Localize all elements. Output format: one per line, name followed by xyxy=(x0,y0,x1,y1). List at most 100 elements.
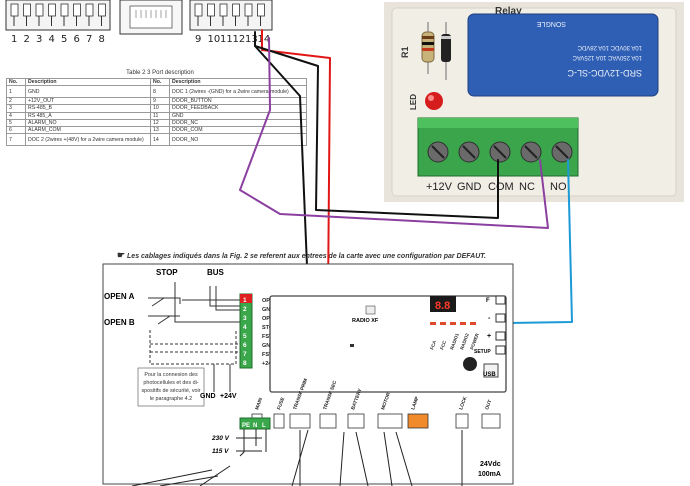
radio-module xyxy=(365,305,376,315)
led-label: RADIO2 xyxy=(459,332,470,350)
open-b-label: OPEN B xyxy=(104,318,135,327)
relay-component: SRD-12VDC-SL-C 10A 250VAC 10A 125VAC 10A… xyxy=(467,13,659,97)
terminal-number: 4 xyxy=(243,324,247,331)
radio-label: RADIO XF xyxy=(352,318,379,324)
pin-number: 8 xyxy=(99,34,105,45)
rj45-jack xyxy=(119,0,183,35)
pin-number: 12 xyxy=(233,34,246,45)
button-setup-label: SETUP xyxy=(474,349,491,355)
hand-pointer-icon: ☛ xyxy=(117,250,126,260)
terminal-number: 2 xyxy=(243,306,247,313)
terminal-number: 1 xyxy=(243,297,247,304)
v115-label: 115 V xyxy=(212,448,229,455)
pin-number: 1 xyxy=(11,34,17,45)
note-line-3: spositifs de sécurité, voir xyxy=(141,388,200,394)
power-leads xyxy=(131,429,463,486)
led-icon xyxy=(425,92,443,110)
connector-pin xyxy=(219,3,228,17)
table-caption: Table 2 3 Port description xyxy=(126,70,194,76)
button-f-label: F xyxy=(486,298,490,304)
connector-pin xyxy=(194,3,203,17)
relay-brand: SONGLE xyxy=(536,20,566,27)
board-connector xyxy=(481,413,501,429)
main-power-terminal: PE N L xyxy=(239,417,271,430)
terminal-number: 6 xyxy=(243,342,247,349)
connector-pin xyxy=(35,3,44,17)
terminal-number: 8 xyxy=(243,360,247,367)
note-line-4: le paragraphe 4.2 xyxy=(150,396,192,402)
terminal-number: 7 xyxy=(243,351,247,358)
usb-label: USB xyxy=(483,372,496,378)
terminal-function-label: +24V xyxy=(262,361,275,367)
terminal-number: 3 xyxy=(243,315,247,322)
connector-label: LAMP xyxy=(410,395,421,411)
external-switches xyxy=(148,282,240,392)
relay-model-text: SRD-12VDC-SL-C xyxy=(567,68,642,78)
side-buttons: F - + SETUP xyxy=(474,295,506,355)
led-label: RADIO1 xyxy=(449,332,460,350)
board-connector xyxy=(289,413,311,429)
wire-purple xyxy=(239,37,549,229)
led-label: LED xyxy=(409,94,418,110)
table-cell: 7 xyxy=(6,133,26,147)
table-cell: DOOR_COM xyxy=(169,126,307,135)
status-led-icon xyxy=(440,322,446,325)
usb-port xyxy=(483,363,499,378)
pin-number: 6 xyxy=(74,34,80,45)
terminal-number: 5 xyxy=(243,333,247,340)
out-rating-2: 100mA xyxy=(478,471,501,478)
display xyxy=(430,296,456,312)
pin-number: 2 xyxy=(24,34,30,45)
out-rating-1: 24Vdc xyxy=(480,461,501,468)
gnd-label: GND xyxy=(200,393,216,400)
buzzer-icon xyxy=(463,357,477,371)
pin-number: 13 xyxy=(245,34,258,45)
relay-rating-2: 10A 30VDC 10A 28VDC xyxy=(577,44,642,50)
plus24-label: +24V xyxy=(220,393,237,400)
pin-number: 4 xyxy=(49,34,55,45)
pin-number: 10 xyxy=(208,34,221,45)
connector-pin xyxy=(73,3,81,17)
status-led-icon xyxy=(470,322,476,325)
connector-label: FUSE xyxy=(276,396,286,411)
pin-number: 14 xyxy=(258,34,271,45)
input-terminal-strip: 1 2 3 4 5 6 7 8 xyxy=(239,293,253,369)
led-label: FCA xyxy=(429,339,437,350)
terminal-label: NO xyxy=(550,181,567,193)
connector-pin xyxy=(60,3,69,17)
status-led-icon xyxy=(430,322,436,325)
terminal-function-label: GND xyxy=(262,343,274,349)
pin-number: 5 xyxy=(61,34,67,45)
note-line-1: Pour la connexion des xyxy=(144,372,198,378)
board-connector xyxy=(455,413,469,429)
button-plus-label: + xyxy=(487,333,491,340)
terminal-function-label: GND xyxy=(262,307,274,313)
table-header-row: No. Description No. Description xyxy=(6,77,307,87)
relay-module: Relay SRD-12VDC-SL-C 10A 250VAC 10A 125V… xyxy=(384,2,684,202)
n-label: N xyxy=(253,423,257,429)
board-connector xyxy=(407,413,429,429)
connector-pin xyxy=(10,3,19,17)
pin-number: 9 xyxy=(195,34,201,45)
board-connector xyxy=(347,413,365,429)
connector-pin xyxy=(98,3,106,17)
wire-black xyxy=(254,31,499,219)
terminal-label: NC xyxy=(519,181,535,193)
board-connector xyxy=(377,413,403,429)
pin-number: 11 xyxy=(220,34,233,45)
connector-pin xyxy=(232,3,240,17)
pe-label: PE xyxy=(242,423,250,429)
status-led-icon xyxy=(450,322,456,325)
pin-number: 3 xyxy=(36,34,42,45)
status-led-icon xyxy=(460,322,466,325)
bus-label: BUS xyxy=(207,268,225,277)
terminal-label: +12V xyxy=(426,181,453,193)
v230-label: 230 V xyxy=(211,435,230,442)
connector-label: MAIN xyxy=(254,397,264,411)
connector-label: MOTOR xyxy=(380,391,392,410)
relay-rating-1: 10A 250VAC 10A 125VAC xyxy=(572,54,642,60)
